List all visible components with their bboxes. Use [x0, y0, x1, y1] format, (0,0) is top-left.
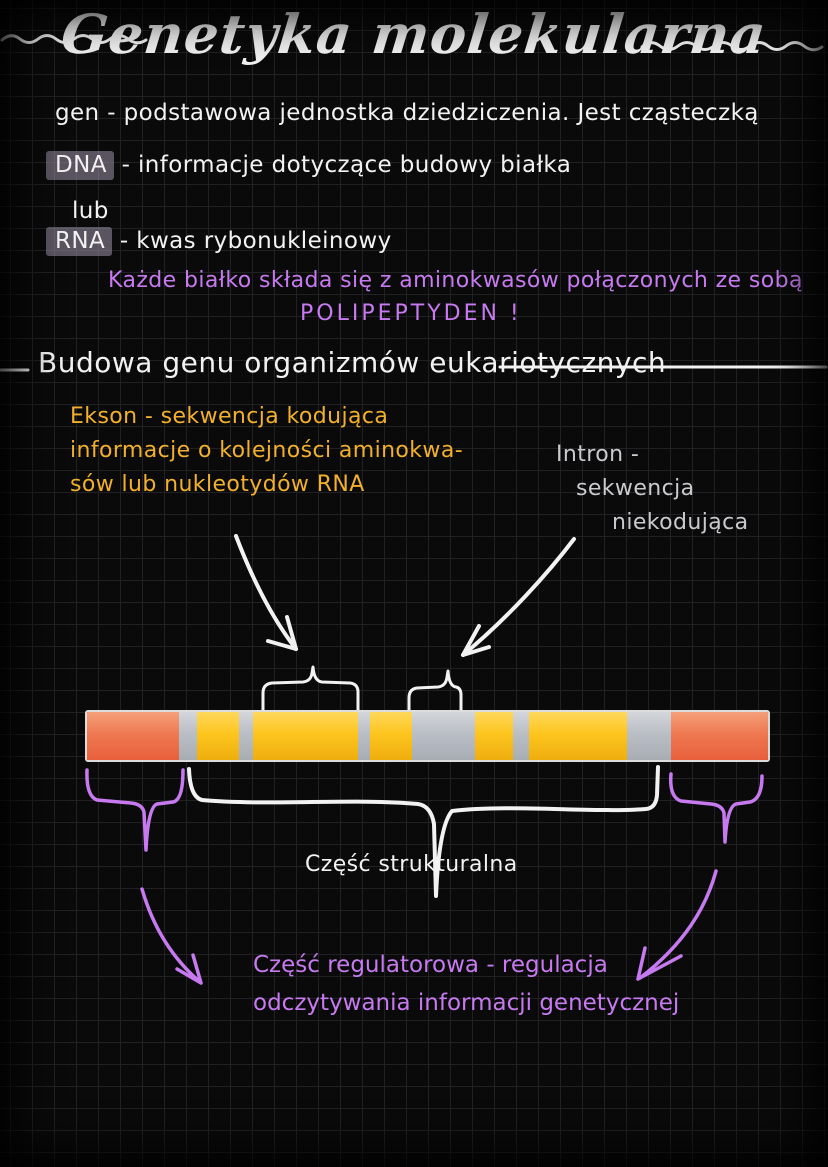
regulatory-arrowhead-left: [175, 953, 203, 985]
protein-note-line1: Każde białko składa się z aminokwasów po…: [108, 268, 803, 293]
exon-note-line2: informacje o kolejności aminokwa-: [70, 438, 464, 463]
regulatory-label: Część regulatorowa - regulacja odczytywa…: [253, 946, 679, 1022]
exon-note: Ekson - sekwencja kodująca informacje o …: [70, 400, 463, 502]
gene-segment-intron: [179, 712, 198, 760]
dna-definition-text: - informacje dotyczące budowy białka: [121, 152, 572, 178]
dna-term-highlighted: DNA: [46, 151, 114, 180]
gene-segment-exon: [474, 712, 514, 760]
exon-brace: [261, 665, 360, 713]
gene-segment-exon: [529, 712, 627, 760]
section-heading: Budowa genu organizmów eukariotycznych: [38, 346, 667, 379]
intron-note-line1: Intron -: [556, 442, 640, 467]
intron-arrowhead: [461, 624, 491, 657]
gene-segment-intron: [412, 712, 475, 760]
rna-definition-text: - kwas rybonukleinowy: [119, 228, 392, 254]
intron-note-line3: niekodująca: [612, 510, 749, 535]
protein-note-line2: POLIPEPTYDEN !: [300, 301, 522, 326]
exon-note-line3: sów lub nukleotydów RNA: [70, 472, 365, 497]
exon-arrow: [234, 534, 298, 651]
structural-label: Część strukturalna: [305, 852, 518, 877]
gene-segment-exon: [197, 712, 240, 760]
or-word: lub: [72, 198, 109, 224]
regulatory-arrow-left: [140, 887, 202, 984]
regulatory-brace-left: [85, 768, 185, 852]
gene-segment-exon: [370, 712, 413, 760]
gene-segment-exon: [253, 712, 359, 760]
intron-note: Intron - sekwencja niekodująca: [556, 438, 749, 540]
regulatory-label-line2: odczytywania informacji genetycznej: [253, 990, 680, 1016]
intron-note-line2: sekwencja: [576, 476, 695, 501]
dna-definition: DNA - informacje dotyczące budowy białka: [46, 151, 572, 180]
regulatory-label-line1: Część regulatorowa - regulacja: [253, 952, 608, 978]
exon-arrowhead: [266, 615, 298, 651]
intron-arrow: [461, 537, 576, 657]
regulatory-brace-right: [668, 772, 764, 844]
rna-definition: RNA - kwas rybonukleinowy: [46, 227, 392, 256]
gene-segment-regulatory: [670, 712, 768, 760]
gene-segment-intron: [513, 712, 530, 760]
gene-segment-intron: [626, 712, 671, 760]
gene-definition: gen - podstawowa jednostka dziedziczenia…: [55, 100, 759, 126]
rna-term-highlighted: RNA: [46, 227, 113, 256]
gene-segment-intron: [358, 712, 371, 760]
intron-brace: [407, 669, 463, 713]
gene-bar: [85, 710, 770, 762]
exon-note-line1: Ekson - sekwencja kodująca: [70, 404, 389, 429]
page-title: Genetyka molekularna: [58, 2, 770, 66]
gene-segment-intron: [239, 712, 254, 760]
gene-segment-regulatory: [87, 712, 180, 760]
